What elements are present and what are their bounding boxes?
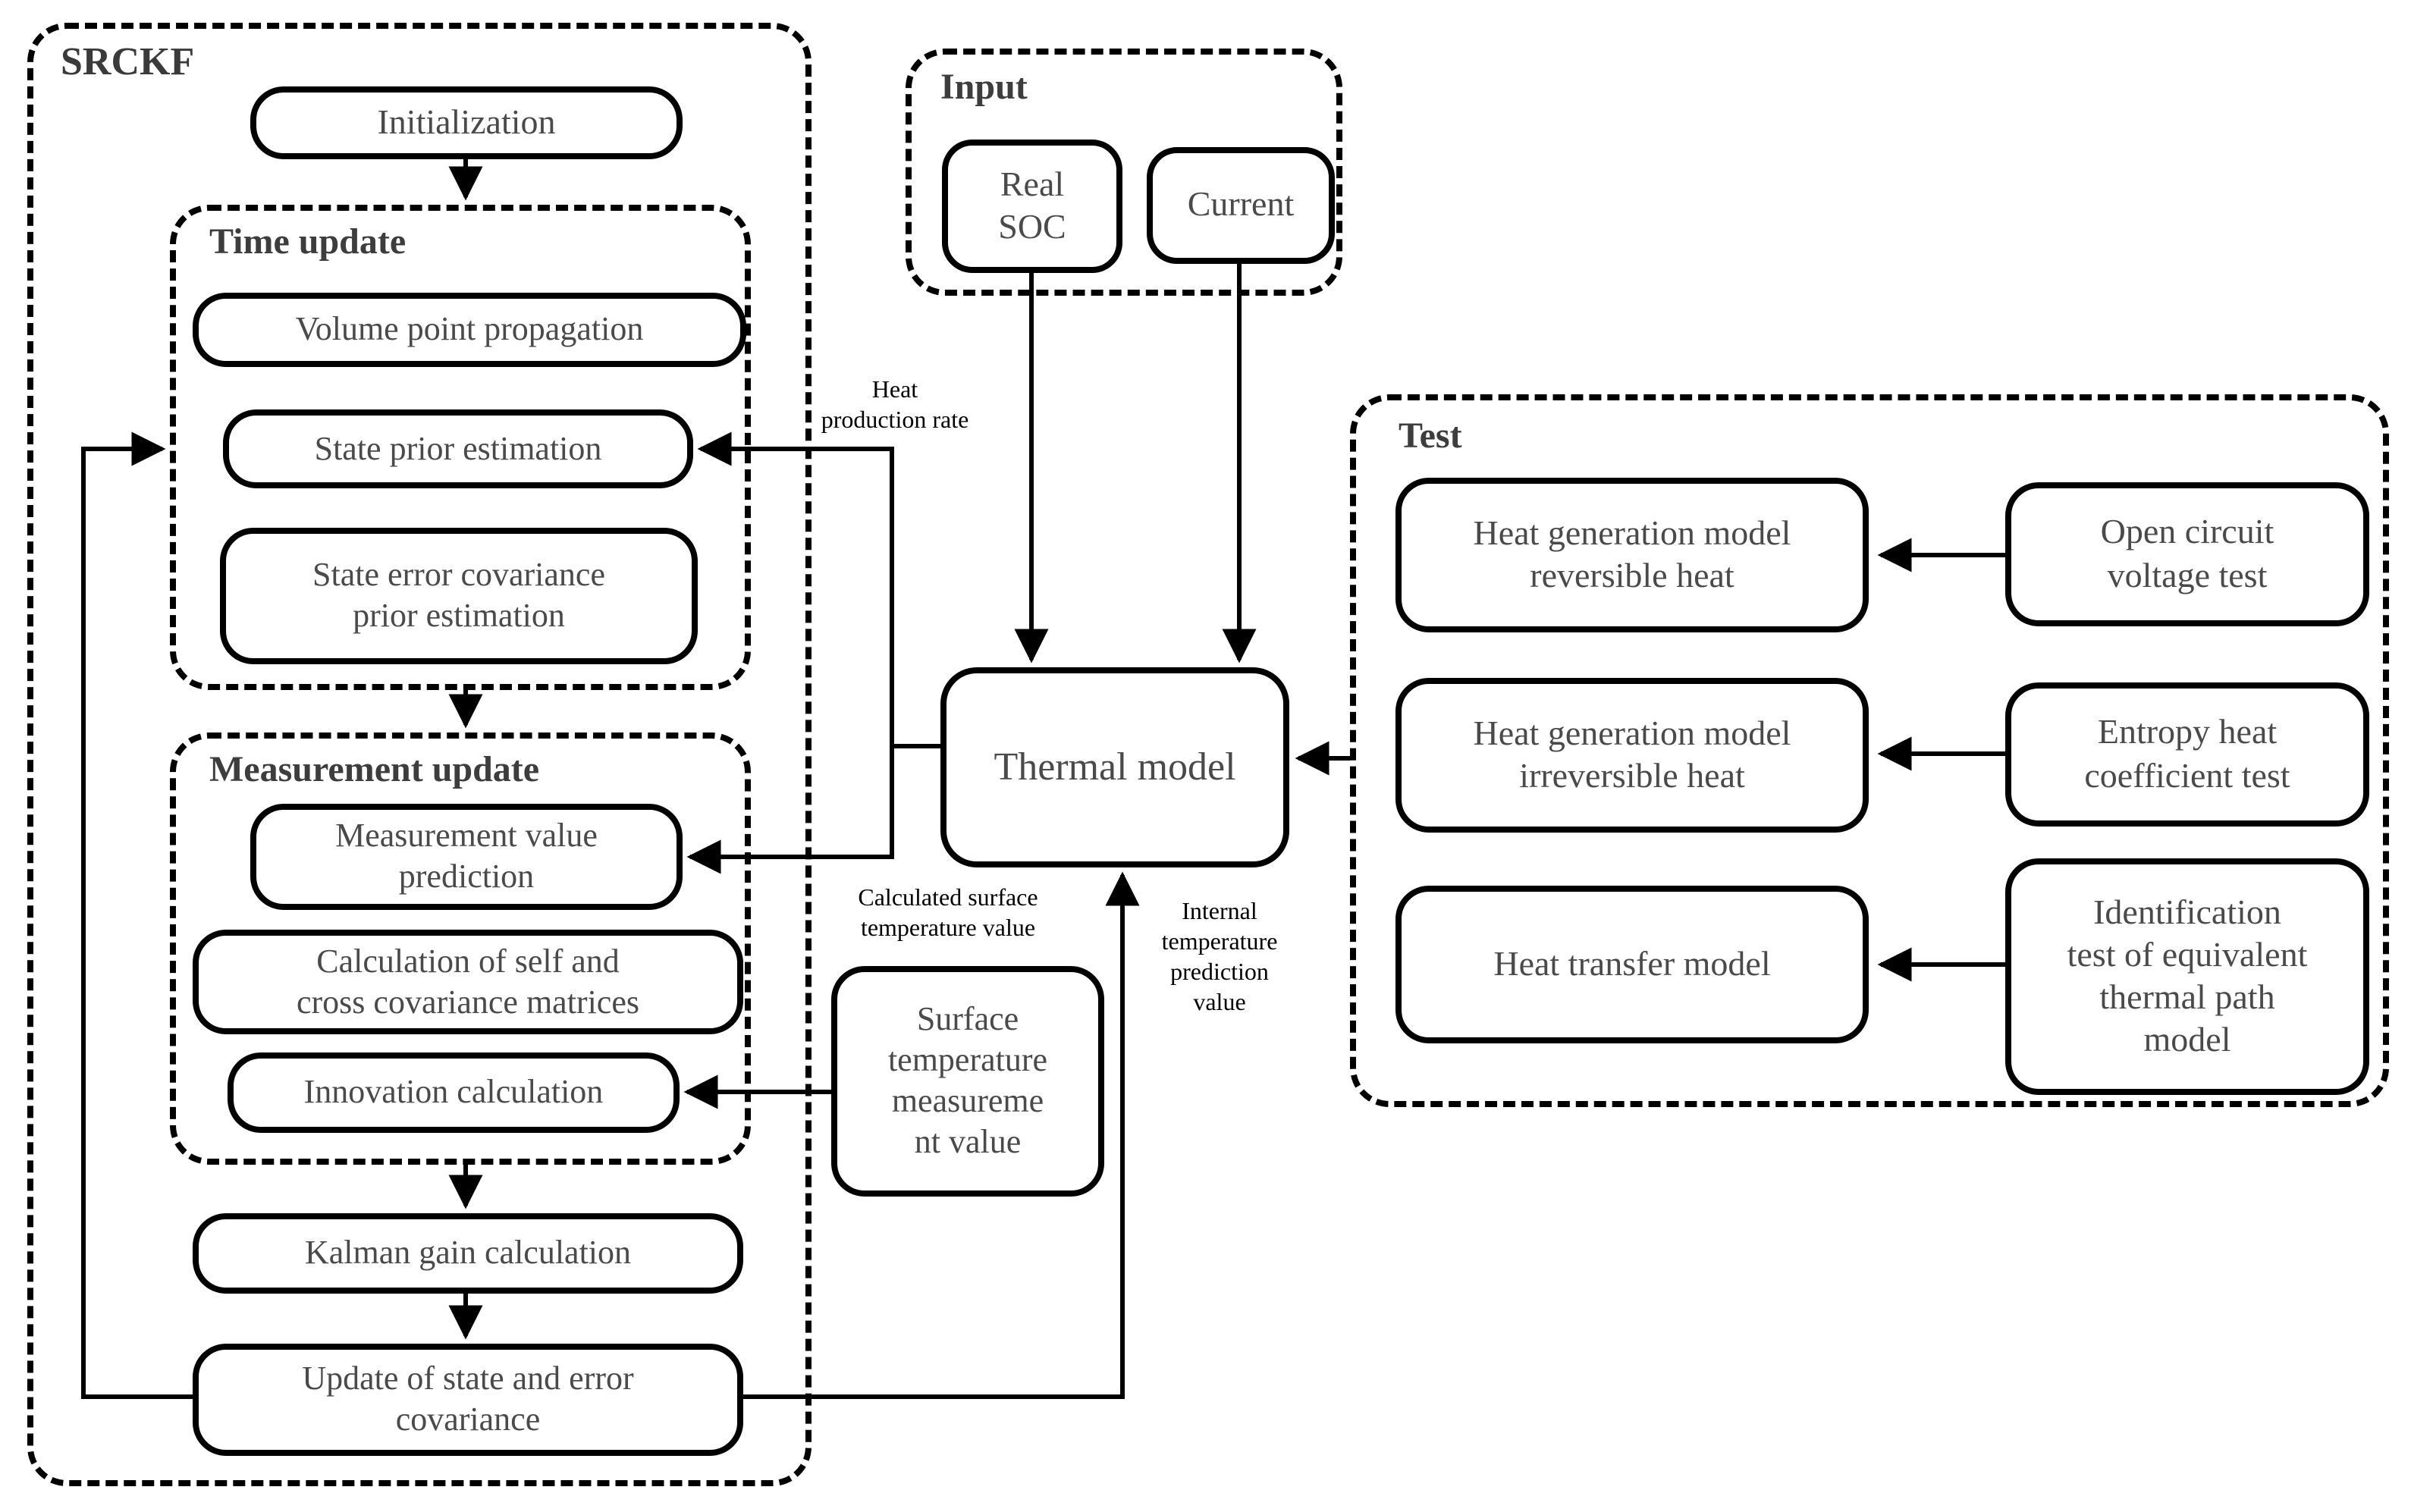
state-prior-estimation-box: State prior estimation [223, 409, 693, 488]
heat-generation-reversible-box: Heat generation model reversible heat [1395, 478, 1869, 632]
open-circuit-voltage-line1: Open circuit [2100, 513, 2274, 551]
thermal-model-box: Thermal model [940, 667, 1289, 867]
open-circuit-voltage-line2: voltage test [2107, 556, 2268, 594]
measurement-update-title: Measurement update [209, 751, 540, 790]
heat-generation-irreversible-line2: irreversible heat [1519, 757, 1745, 795]
heat-generation-reversible-line2: reversible heat [1530, 557, 1734, 594]
heat-production-rate-line2: production rate [821, 408, 969, 434]
self-cross-covariance-box: Calculation of self and cross covariance… [193, 930, 743, 1034]
test-container [1350, 394, 2389, 1107]
arrow-heat-production-rate [697, 431, 940, 748]
current-label: Current [1187, 185, 1295, 224]
surface-temperature-line4: nt value [914, 1121, 1022, 1160]
real-soc-line1: Real [1000, 165, 1065, 203]
arrow-internal-temperature-feedback [743, 871, 1140, 1399]
entropy-heat-coefficient-line1: Entropy heat [2097, 713, 2278, 751]
volume-point-propagation-label: Volume point propagation [295, 309, 644, 348]
heat-generation-irreversible-box: Heat generation model irreversible heat [1395, 678, 1869, 833]
volume-point-propagation-box: Volume point propagation [193, 293, 746, 367]
test-title: Test [1399, 417, 1462, 456]
internal-temperature-line2: temperature [1161, 930, 1278, 955]
kalman-gain-calculation-box: Kalman gain calculation [193, 1213, 743, 1294]
real-soc-line2: SOC [998, 208, 1066, 246]
internal-temperature-line3: prediction [1170, 960, 1269, 986]
heat-production-rate-line1: Heat [871, 378, 918, 403]
surface-temperature-measurement-box: Surface temperature measureme nt value [831, 966, 1104, 1197]
real-soc-box: Real SOC [942, 140, 1122, 273]
calculated-surface-line2: temperature value [860, 916, 1036, 942]
calculated-surface-line1: Calculated surface [858, 886, 1038, 911]
entropy-heat-coefficient-line2: coefficient test [2084, 756, 2290, 794]
srckf-title: SRCKF [61, 39, 195, 83]
internal-temperature-line1: Internal [1182, 899, 1257, 925]
srckf-container [27, 23, 812, 1486]
measurement-update-container [170, 732, 751, 1165]
kalman-gain-calculation-label: Kalman gain calculation [304, 1233, 632, 1272]
open-circuit-voltage-test-box: Open circuit voltage test [2005, 482, 2369, 626]
internal-temperature-prediction-label: Internal temperature prediction value [1135, 898, 1304, 1019]
state-error-covariance-line1: State error covariance [312, 555, 605, 594]
surface-temperature-line3: measureme [891, 1081, 1044, 1119]
current-box: Current [1147, 147, 1335, 264]
heat-transfer-model-box: Heat transfer model [1395, 886, 1869, 1043]
input-title: Input [940, 68, 1028, 108]
self-cross-covariance-line1: Calculation of self and [316, 941, 620, 980]
update-state-error-covariance-box: Update of state and error covariance [193, 1344, 743, 1456]
self-cross-covariance-line2: cross covariance matrices [297, 982, 639, 1020]
state-error-covariance-line2: prior estimation [353, 596, 565, 634]
state-prior-estimation-label: State prior estimation [314, 428, 602, 467]
identification-test-line3: thermal path [2099, 978, 2275, 1016]
measurement-value-prediction-box: Measurement value prediction [250, 804, 683, 910]
initialization-label: Initialization [377, 102, 556, 141]
innovation-calculation-box: Innovation calculation [228, 1052, 680, 1133]
measurement-value-prediction-line1: Measurement value [335, 816, 598, 855]
internal-temperature-line4: value [1193, 990, 1246, 1016]
arrow-calculated-surface-temperature [686, 746, 894, 874]
calculated-surface-temperature-label: Calculated surface temperature value [827, 884, 1069, 945]
surface-temperature-line2: temperature [887, 1040, 1048, 1079]
heat-production-rate-label: Heat production rate [789, 376, 1001, 437]
update-state-error-line1: Update of state and error [302, 1359, 634, 1398]
heat-transfer-model-label: Heat transfer model [1493, 944, 1771, 983]
heat-generation-irreversible-line1: Heat generation model [1473, 714, 1791, 752]
update-state-error-line2: covariance [395, 1400, 541, 1438]
arrow-feedback-to-state-prior-estimation [81, 431, 193, 1399]
input-container [906, 49, 1342, 296]
state-error-covariance-box: State error covariance prior estimation [220, 528, 698, 664]
identification-test-line2: test of equivalent [2067, 935, 2308, 974]
innovation-calculation-label: Innovation calculation [303, 1072, 604, 1111]
identification-test-box: Identification test of equivalent therma… [2005, 858, 2369, 1095]
thermal-model-label: Thermal model [994, 745, 1236, 789]
identification-test-line1: Identification [2093, 892, 2281, 931]
heat-generation-reversible-line1: Heat generation model [1473, 513, 1791, 552]
surface-temperature-line1: Surface [916, 999, 1019, 1038]
identification-test-line4: model [2143, 1021, 2231, 1059]
measurement-value-prediction-line2: prediction [398, 857, 535, 895]
initialization-box: Initialization [250, 86, 683, 159]
time-update-title: Time update [209, 223, 407, 262]
entropy-heat-coefficient-test-box: Entropy heat coefficient test [2005, 682, 2369, 827]
